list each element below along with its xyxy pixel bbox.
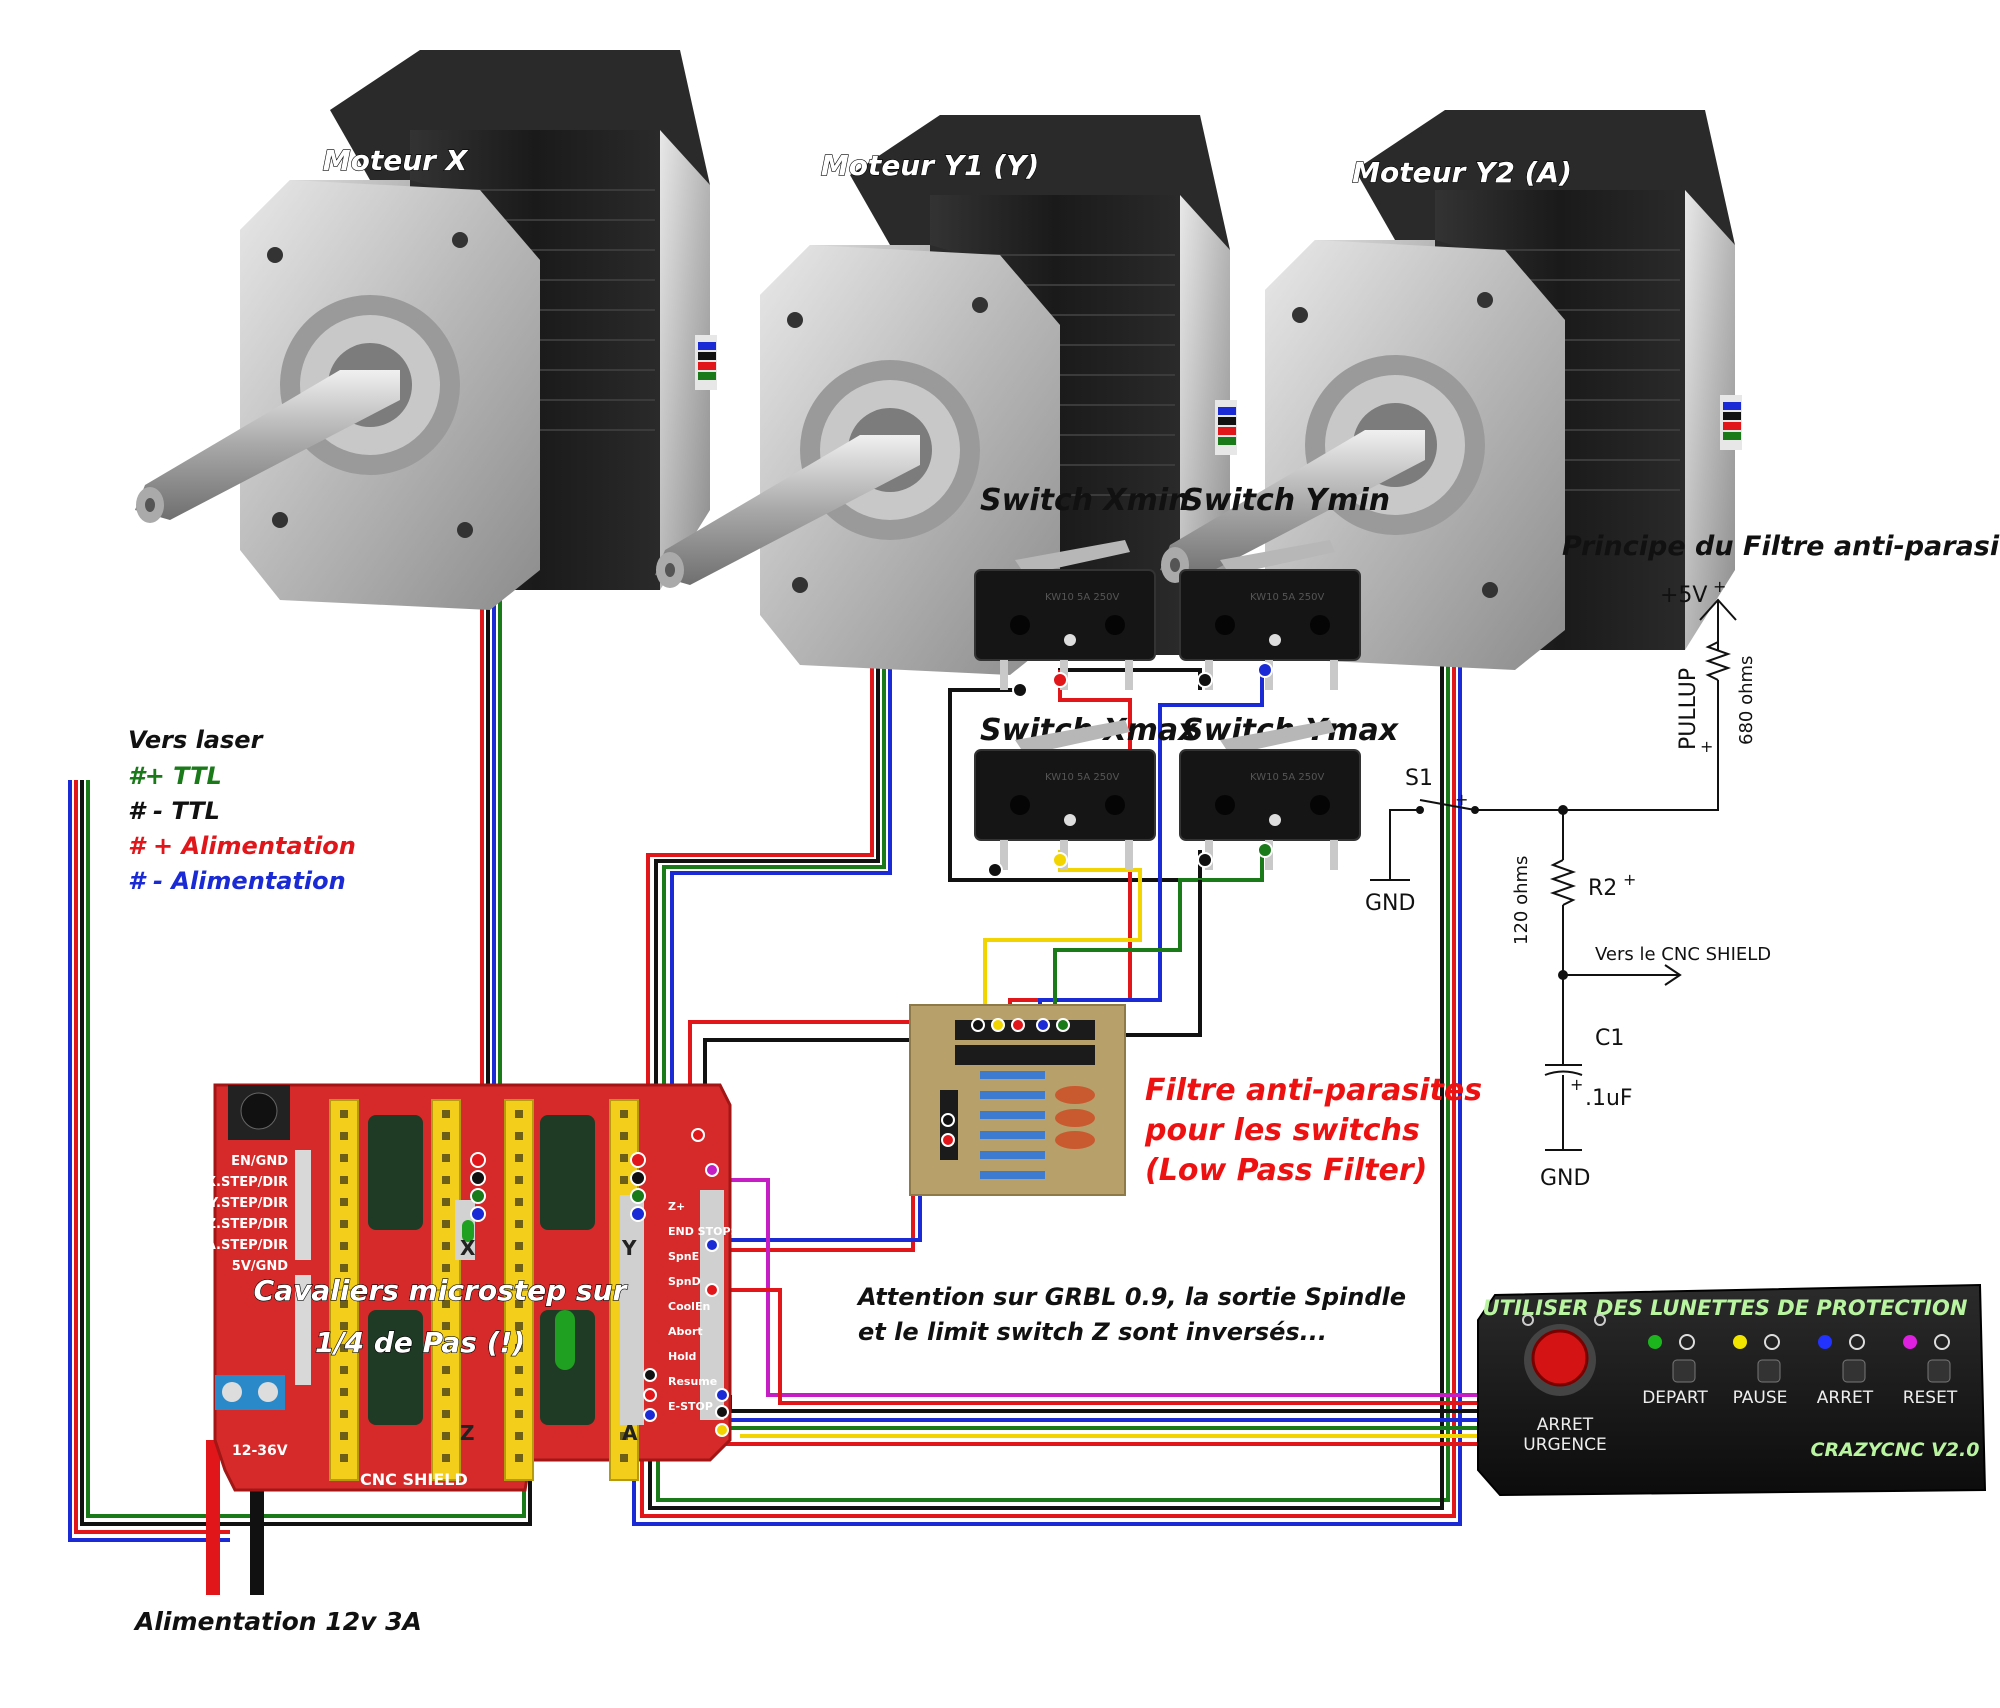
- control-button-label: DEPART: [1642, 1388, 1708, 1408]
- laser-legend-item: # - TTL: [128, 797, 220, 825]
- schematic-c1-plus: +: [1570, 1075, 1583, 1094]
- schematic-gnd-bottom: GND: [1540, 1166, 1590, 1191]
- shield-pin-label: Hold: [668, 1350, 696, 1363]
- estop-label-line1: ARRET: [1537, 1415, 1594, 1435]
- schematic-vcc-plus: +: [1713, 577, 1726, 596]
- shield-row-label: X.STEP/DIR: [206, 1175, 288, 1190]
- motor-y2-label: Moteur Y2 (A): [1352, 156, 1572, 189]
- shield-axis-a: A: [622, 1421, 638, 1445]
- cnc-shield: EN/GND X.STEP/DIR Y.STEP/DIR Z.STEP/DIR A.ST…: [206, 1083, 739, 1492]
- schematic-title: Principe du Filtre anti-parasites: [1562, 531, 2000, 562]
- schematic-pullup-value: 680 ohms: [1736, 656, 1757, 745]
- control-button-label: RESET: [1903, 1388, 1958, 1408]
- filter-schematic: [1370, 598, 1737, 1151]
- schematic-gnd-left: GND: [1365, 891, 1415, 916]
- switch-xmin-label: Switch Xmin: [980, 483, 1190, 518]
- motor-x-label: Moteur X: [323, 144, 469, 177]
- status-led: [1733, 1335, 1747, 1349]
- switch-ymin-label: Switch Ymin: [1182, 483, 1390, 518]
- control-button[interactable]: [1927, 1359, 1951, 1383]
- schematic-vcc: +5V: [1660, 583, 1707, 608]
- schematic-r2: R2: [1588, 876, 1617, 901]
- button-socket: [1764, 1334, 1780, 1350]
- laser-legend-hash: #: [128, 832, 147, 860]
- switch-terminal-dots: [987, 662, 1273, 878]
- laser-legend-title: Vers laser: [128, 726, 265, 754]
- control-box-banner: UTILISER DES LUNETTES DE PROTECTION: [1483, 1296, 1968, 1320]
- shield-pin-label: E-STOP: [668, 1400, 713, 1413]
- laser-legend-text: - TTL: [145, 797, 220, 825]
- control-button[interactable]: [1672, 1359, 1696, 1383]
- microstep-label-line1: Cavaliers microstep sur: [254, 1274, 629, 1307]
- schematic-pullup-plus: +: [1700, 737, 1713, 756]
- laser-legend-text: - Alimentation: [145, 867, 346, 895]
- filter-label-line2: pour les switchs: [1144, 1113, 1420, 1148]
- shield-pin-label: SpnE: [668, 1250, 699, 1263]
- filter-label-line3: (Low Pass Filter): [1145, 1153, 1427, 1188]
- button-socket: [1849, 1334, 1865, 1350]
- grbl-note-line1: Attention sur GRBL 0.9, la sortie Spindl…: [856, 1283, 1406, 1311]
- laser-legend-text: + Alimentation: [145, 832, 356, 860]
- shield-pin-label: Resume: [668, 1375, 717, 1388]
- laser-legend-item: #+ TTL: [128, 762, 222, 790]
- microstep-label-line2: 1/4 de Pas (!): [315, 1326, 525, 1359]
- shield-name: CNC SHIELD: [360, 1470, 468, 1489]
- laser-legend-hash: #: [128, 762, 147, 790]
- status-led: [1903, 1335, 1917, 1349]
- laser-legend-item: # - Alimentation: [128, 867, 346, 895]
- estop-label-line2: URGENCE: [1523, 1435, 1607, 1455]
- filter-label-line1: Filtre anti-parasites: [1145, 1073, 1482, 1108]
- laser-legend-text: + TTL: [145, 762, 222, 790]
- status-led: [1818, 1335, 1832, 1349]
- schematic-c1: C1: [1595, 1026, 1624, 1051]
- shield-pin-label: END STOPS: [668, 1225, 739, 1238]
- shield-pin-label: Z+: [668, 1200, 685, 1213]
- button-socket: [1679, 1334, 1695, 1350]
- shield-axis-z: Z: [460, 1421, 475, 1445]
- motor-x: [134, 49, 718, 611]
- shield-axis-y: Y: [621, 1236, 637, 1260]
- shield-row-label: Z.STEP/DIR: [207, 1217, 288, 1232]
- shield-pin-label: SpnD: [668, 1275, 701, 1288]
- shield-pin-label: CoolEn: [668, 1300, 710, 1313]
- button-socket: [1934, 1334, 1950, 1350]
- control-button-label: ARRET: [1817, 1388, 1874, 1408]
- grbl-note-line2: et le limit switch Z sont inversés...: [858, 1318, 1327, 1346]
- control-button[interactable]: [1842, 1359, 1866, 1383]
- shield-row-label: A.STEP/DIR: [206, 1238, 288, 1253]
- schematic-c1-value: .1uF: [1585, 1086, 1633, 1111]
- shield-pin-label: Abort: [668, 1325, 703, 1338]
- shield-row-label: 5V/GND: [232, 1259, 288, 1274]
- shield-row-label: EN/GND: [231, 1154, 288, 1169]
- laser-legend-item: # + Alimentation: [128, 832, 356, 860]
- schematic-s1-plus: +: [1455, 790, 1468, 809]
- shield-row-label: Y.STEP/DIR: [208, 1196, 288, 1211]
- laser-legend-hash: #: [128, 797, 147, 825]
- control-box-brand: CRAZYCNC V2.0: [1811, 1439, 1980, 1461]
- schematic-r2-value: 120 ohms: [1511, 856, 1532, 945]
- laser-legend: Vers laser #+ TTL# - TTL# + Alimentation…: [128, 726, 356, 895]
- schematic-r2-plus: +: [1623, 870, 1636, 889]
- schematic-pullup: PULLUP: [1676, 668, 1701, 750]
- schematic-output: Vers le CNC SHIELD: [1595, 944, 1771, 965]
- shield-axis-x: X: [460, 1236, 476, 1260]
- shield-voltage: 12-36V: [232, 1443, 288, 1459]
- laser-legend-hash: #: [128, 867, 147, 895]
- power-label: Alimentation 12v 3A: [133, 1607, 422, 1636]
- status-led: [1648, 1335, 1662, 1349]
- control-button-label: PAUSE: [1733, 1388, 1788, 1408]
- control-box: UTILISER DES LUNETTES DE PROTECTION ARRE…: [1477, 1283, 1987, 1497]
- emergency-stop-button[interactable]: [1531, 1329, 1589, 1387]
- filter-board: [909, 1004, 1126, 1196]
- motor-y1-label: Moteur Y1 (Y): [821, 149, 1039, 182]
- control-button[interactable]: [1757, 1359, 1781, 1383]
- schematic-s1: S1: [1405, 766, 1433, 791]
